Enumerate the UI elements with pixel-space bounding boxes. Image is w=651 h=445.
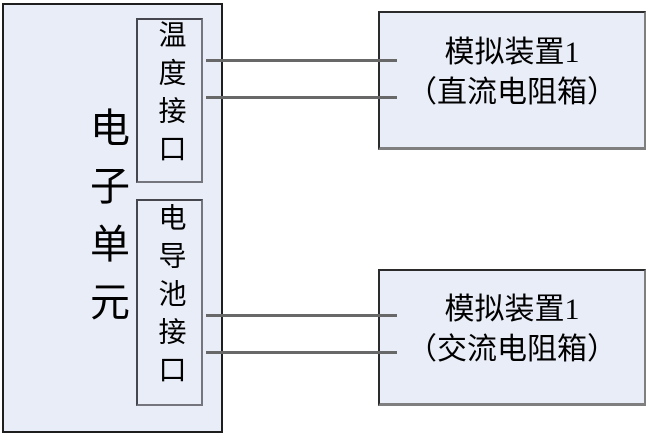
temperature-interface-label: 温度接口	[154, 19, 186, 172]
electronic-unit-label: 电子单元	[84, 107, 129, 339]
temperature-interface-box: 温度接口	[136, 18, 203, 183]
connector-line-conductivity-bottom	[206, 351, 397, 354]
connector-line-temperature-top	[206, 59, 397, 62]
device-dc-subtitle: （直流电阻箱）	[407, 76, 617, 109]
electronic-unit-box: 电子单元 温度接口 电导池接口	[2, 3, 223, 433]
device-dc-title: 模拟装置1	[444, 36, 580, 69]
conductivity-cell-interface-box: 电导池接口	[136, 199, 203, 406]
device-ac-subtitle: （交流电阻箱）	[407, 333, 617, 366]
device-ac-title: 模拟装置1	[444, 293, 580, 326]
conductivity-cell-interface-label: 电导池接口	[154, 202, 186, 393]
connector-line-conductivity-top	[206, 314, 397, 317]
connector-line-temperature-bottom	[206, 96, 397, 99]
device-dc-resistance-box: 模拟装置1 （直流电阻箱）	[378, 11, 646, 150]
device-ac-resistance-box: 模拟装置1 （交流电阻箱）	[378, 269, 646, 406]
